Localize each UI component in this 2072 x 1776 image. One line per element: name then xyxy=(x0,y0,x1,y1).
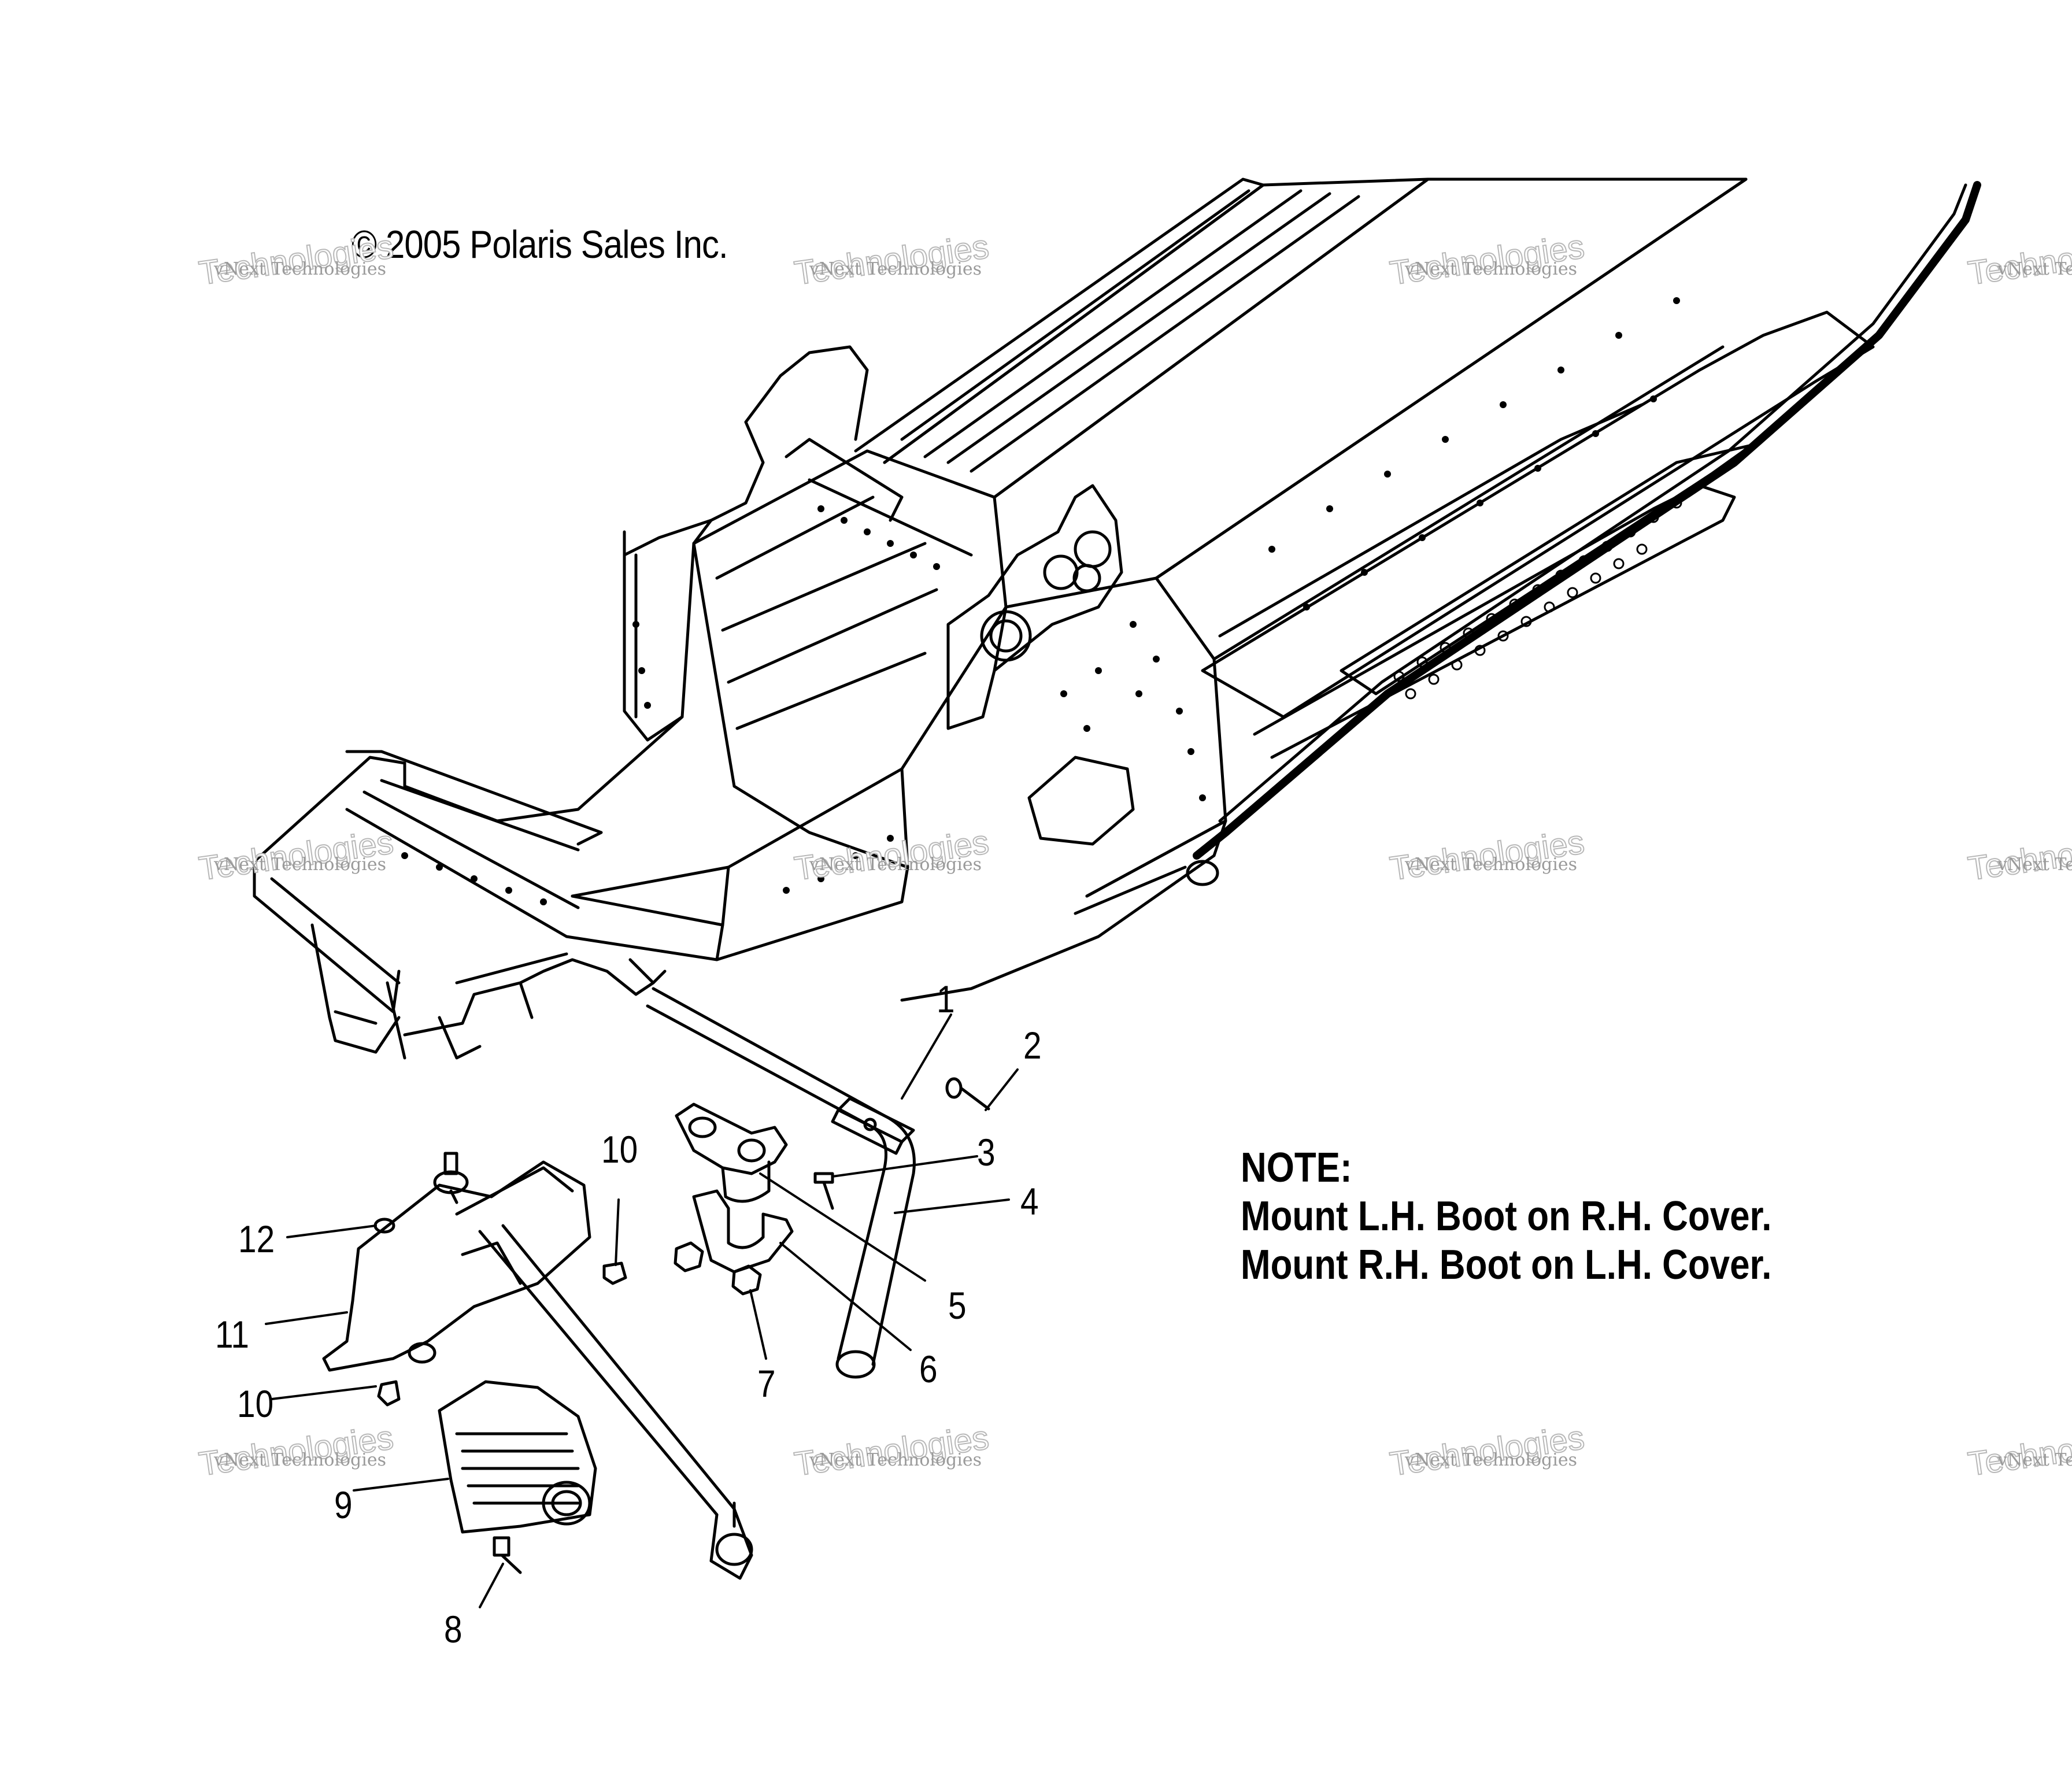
part-1-clip xyxy=(831,1097,915,1155)
watermark: vNext Technologies xyxy=(1405,259,1578,279)
watermark: vNext Technologies xyxy=(809,854,982,875)
note-heading: NOTE: xyxy=(1241,1145,1352,1191)
part-2-rivet xyxy=(945,1077,990,1111)
callout-12: 12 xyxy=(238,1218,275,1260)
part-9-boot xyxy=(438,1380,597,1534)
part-10-bolt xyxy=(377,1261,627,1407)
part-3-rivet xyxy=(813,1172,834,1210)
watermark: vNext Technologies xyxy=(214,1450,387,1470)
callout-4: 4 xyxy=(1020,1180,1039,1223)
watermark: vNext Technologies xyxy=(1997,854,2072,875)
callout-10-lower: 10 xyxy=(237,1382,274,1425)
note-line-1: Mount L.H. Boot on R.H. Cover. xyxy=(1241,1193,1772,1240)
watermark: vNext Technologies xyxy=(214,854,387,875)
note-line-2: Mount R.H. Boot on L.H. Cover. xyxy=(1241,1242,1772,1288)
part-6-bracket xyxy=(692,1189,794,1274)
part-4-tube xyxy=(646,987,916,1379)
callout-5: 5 xyxy=(948,1284,967,1327)
callout-1: 1 xyxy=(937,978,955,1020)
callout-2: 2 xyxy=(1023,1024,1042,1067)
callout-9: 9 xyxy=(334,1483,353,1526)
watermark: vNext Technologies xyxy=(1405,1450,1578,1470)
callout-3: 3 xyxy=(977,1131,996,1174)
part-11-cover xyxy=(322,1152,753,1580)
leader-lines xyxy=(265,1013,1019,1608)
assembly-note: NOTE: Mount L.H. Boot on R.H. Cover. Mou… xyxy=(1241,1144,1771,1289)
callout-6: 6 xyxy=(919,1348,938,1390)
copyright-text: © 2005 Polaris Sales Inc. xyxy=(352,223,728,267)
callout-11: 11 xyxy=(215,1313,249,1356)
callout-7: 7 xyxy=(757,1362,776,1405)
watermark: vNext Technologies xyxy=(1997,259,2072,279)
watermark: vNext Technologies xyxy=(1405,854,1578,875)
callout-10-upper: 10 xyxy=(601,1128,638,1171)
part-7-nut xyxy=(674,1241,762,1296)
watermark: vNext Technologies xyxy=(809,1450,982,1470)
watermark: vNext Technologies xyxy=(1997,1450,2072,1470)
chassis-tunnel xyxy=(253,177,1981,1060)
part-8-rivet xyxy=(493,1536,522,1574)
watermark: vNext Technologies xyxy=(809,259,982,279)
watermark: vNext Technologies xyxy=(214,259,387,279)
part-5-bracket xyxy=(675,1102,788,1203)
callout-8: 8 xyxy=(444,1608,462,1651)
